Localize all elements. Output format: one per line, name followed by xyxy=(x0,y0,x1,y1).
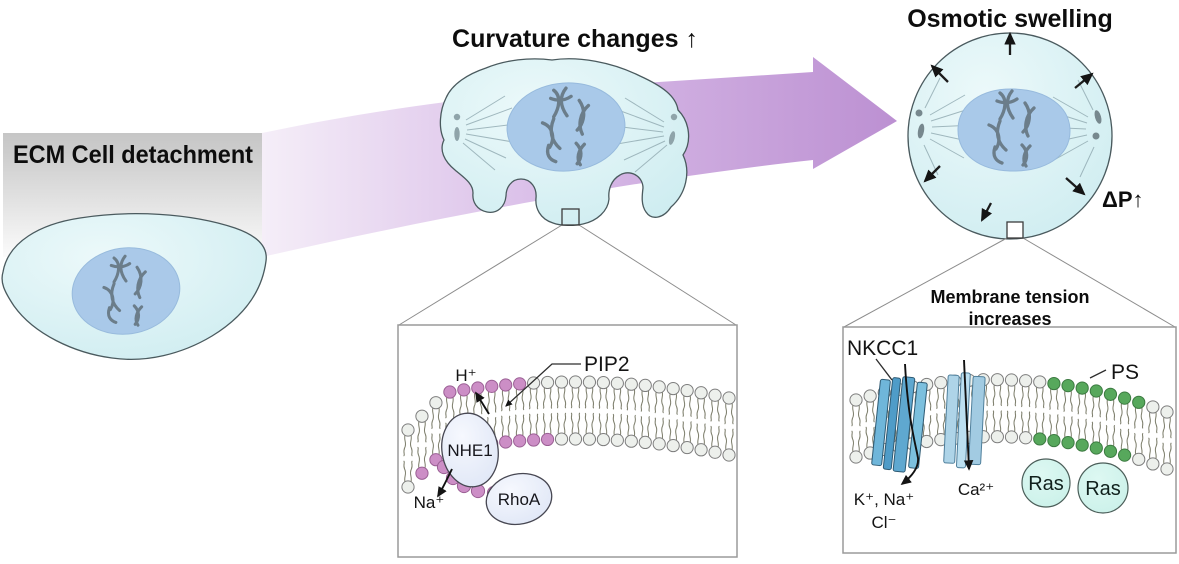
cl-ion-label: Cl⁻ xyxy=(871,513,896,532)
k-na-cl-influx-arrow xyxy=(900,363,919,486)
ca-ion-label: Ca²⁺ xyxy=(958,480,994,499)
k-na-ion-label: K⁺, Na⁺ xyxy=(854,490,914,509)
panel-membrane-curvature: NHE1 RhoA H⁺ Na⁺ PIP2 xyxy=(397,324,738,558)
panel-membrane-swelling: Membrane tension increases NKCC1 PS K⁺, … xyxy=(842,287,1177,554)
pip2-pointer-line xyxy=(505,363,581,407)
detached-cell-nucleus xyxy=(71,247,181,335)
stage-ecm-detachment: ECM Cell detachment xyxy=(1,133,267,361)
h-ion-label: H⁺ xyxy=(455,366,476,385)
ps-pointer-line xyxy=(1089,369,1107,379)
mitotic-nucleus xyxy=(506,82,626,172)
ras-left-label: Ras xyxy=(1028,473,1064,495)
ps-label: PS xyxy=(1111,361,1139,384)
h-efflux-arrow xyxy=(475,391,490,415)
membrane-tension-title-line2: increases xyxy=(968,309,1051,329)
na-ion-label: Na⁺ xyxy=(414,493,445,512)
ecm-detachment-title: ECM Cell detachment xyxy=(13,141,254,169)
centrosome-left xyxy=(915,109,925,139)
membrane-tension-title-line1: Membrane tension xyxy=(930,287,1089,307)
zoom-connector-right xyxy=(578,224,737,326)
stage-curvature-changes: Curvature changes ↑ xyxy=(398,25,737,326)
zoom-connector-left xyxy=(843,237,1008,328)
swollen-cell-nucleus xyxy=(957,88,1071,172)
ras-right-label: Ras xyxy=(1085,478,1121,500)
zoom-region-marker xyxy=(1006,221,1024,239)
centrosome-right xyxy=(668,113,678,145)
curvature-title: Curvature changes ↑ xyxy=(452,25,698,53)
pip2-label: PIP2 xyxy=(584,353,630,376)
centrosome-left xyxy=(453,113,461,141)
calcium-channel xyxy=(943,372,986,469)
nhe1-label: NHE1 xyxy=(447,441,492,460)
nkcc1-label: NKCC1 xyxy=(847,337,918,360)
stage-osmotic-swelling: Osmotic swelling ΔP↑ xyxy=(843,5,1176,328)
rhoa-label: RhoA xyxy=(498,490,541,509)
na-influx-arrow xyxy=(437,468,453,498)
zoom-connector-left xyxy=(398,224,563,326)
centrosome-right xyxy=(1092,110,1102,140)
zoom-connector-right xyxy=(1022,237,1176,328)
nkcc1-channel xyxy=(871,376,928,473)
rhoa-protein xyxy=(485,472,553,526)
zoom-region-marker xyxy=(561,208,580,226)
swelling-title: Osmotic swelling xyxy=(907,5,1113,33)
ras-protein-right xyxy=(1077,462,1129,514)
pressure-label: ΔP↑ xyxy=(1102,187,1144,212)
nhe1-transporter xyxy=(441,412,499,488)
ras-protein-left xyxy=(1021,458,1071,508)
nkcc1-pointer-line xyxy=(875,358,893,381)
ca-influx-arrow xyxy=(963,359,974,471)
outward-pressure-arrows xyxy=(923,31,1094,222)
